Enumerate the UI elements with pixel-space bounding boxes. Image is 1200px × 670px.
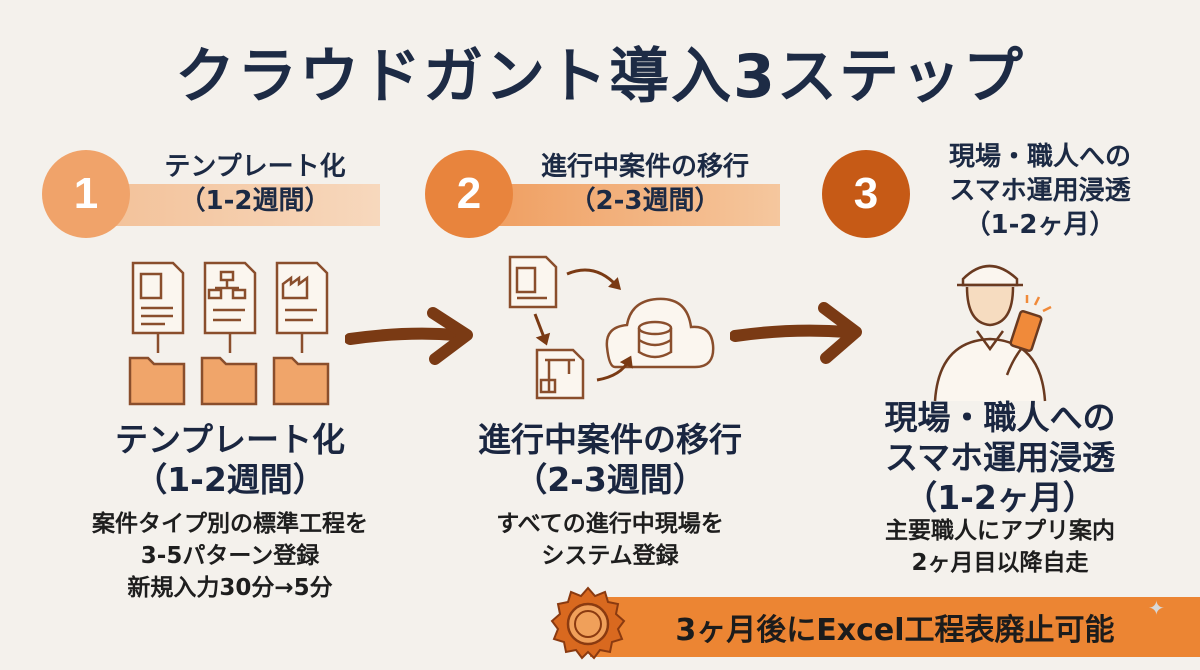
step2-desc-line2: システム登録 [541, 543, 679, 569]
document-factory-icon [275, 261, 329, 335]
worker-phone-icon [933, 264, 1052, 402]
step2-header: 進行中案件の移行 （2-3週間） [510, 150, 780, 218]
step3-description: 主要職人にアプリ案内 2ヶ月目以降自走 [830, 515, 1170, 579]
cloud-database-icon [605, 297, 715, 369]
document-flowchart-icon [203, 261, 257, 335]
step2-illustration [508, 255, 715, 400]
step1-desc-line3: 新規入力30分→5分 [127, 575, 333, 601]
step2-title-line1: 進行中案件の移行 [478, 420, 742, 459]
step3-desc-line1: 主要職人にアプリ案内 [885, 518, 1115, 544]
step2-to-step3-arrow [730, 302, 862, 364]
step1-header-line2: （1-2週間） [179, 186, 331, 216]
phone [1009, 310, 1043, 352]
document-building-icon [131, 261, 185, 335]
sparkle-icon: ✦ [1148, 596, 1165, 620]
step1-title-line2: （1-2週間） [134, 460, 326, 499]
step3-number-badge: 3 [822, 150, 910, 238]
page-title: クラウドガント導入3ステップ [175, 42, 1025, 112]
step3-title-line2: スマホ運用浸透 [884, 438, 1115, 477]
step3-title-line1: 現場・職人への [884, 398, 1116, 437]
step1-title: テンプレート化 （1-2週間） [60, 420, 400, 500]
step3-header-line1: 現場・職人への [948, 142, 1131, 172]
crane-icon [535, 348, 585, 400]
medal-icon [550, 586, 626, 660]
step3-desc-line2: 2ヶ月目以降自走 [911, 550, 1089, 576]
step2-title-line2: （2-3週間） [514, 460, 706, 499]
step1-title-line1: テンプレート化 [114, 420, 345, 459]
conclusion-banner-text: 3ヶ月後にExcel工程表廃止可能 [675, 613, 1115, 648]
step2-header-line1: 進行中案件の移行 [540, 152, 749, 182]
step1-to-step2-arrow [345, 307, 473, 365]
step2-title: 進行中案件の移行 （2-3週間） [440, 420, 780, 500]
step1-illustration [128, 261, 330, 406]
step2-desc-line1: すべての進行中現場を [496, 511, 724, 537]
step1-desc-line2: 3-5パターン登録 [140, 543, 320, 569]
step3-title-line3: （1-2ヶ月） [904, 478, 1096, 517]
step1-description: 案件タイプ別の標準工程を 3-5パターン登録 新規入力30分→5分 [50, 508, 410, 604]
step1-header-line1: テンプレート化 [164, 152, 346, 182]
step3-header: 現場・職人への スマホ運用浸透 （1-2ヶ月） [905, 140, 1175, 242]
step3-header-line3: （1-2ヶ月） [964, 210, 1116, 240]
folder-icon [128, 356, 330, 406]
step1-desc-line1: 案件タイプ別の標準工程を [92, 511, 368, 537]
step2-number-badge: 2 [425, 150, 513, 238]
step3-title: 現場・職人への スマホ運用浸透 （1-2ヶ月） [830, 398, 1170, 518]
step2-header-line2: （2-3週間） [569, 186, 721, 216]
step2-description: すべての進行中現場を システム登録 [440, 508, 780, 572]
document-building-icon [508, 255, 558, 309]
conclusion-banner: 3ヶ月後にExcel工程表廃止可能 [590, 597, 1200, 657]
step1-number-badge: 1 [42, 150, 130, 238]
step1-header: テンプレート化 （1-2週間） [120, 150, 390, 218]
step3-header-line2: スマホ運用浸透 [949, 176, 1131, 206]
